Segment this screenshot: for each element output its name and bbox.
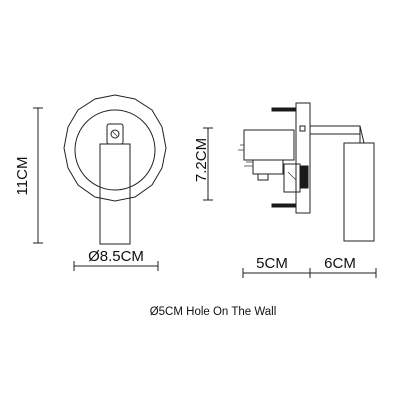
dim-line-height-body: [203, 127, 213, 201]
mounting-plate: [74, 109, 156, 191]
screw-tab: [299, 125, 306, 132]
dim-line-depth: [242, 268, 377, 278]
knuckle-screw: [110, 129, 120, 139]
lower-screw: [271, 203, 297, 208]
spot-head-side: [343, 142, 375, 242]
spot-head-front: [99, 143, 131, 245]
dim-label-depth-arm: 6CM: [324, 255, 356, 272]
wall-plate-side: [295, 102, 311, 214]
wall-plate-outline: [63, 94, 167, 202]
dim-label-height-body: 7.2CM: [193, 138, 210, 182]
connector-block: [252, 159, 284, 175]
dim-line-height-total: [33, 107, 43, 244]
arm: [309, 125, 361, 135]
installation-note: Ø5CM Hole On The Wall: [150, 306, 277, 318]
dim-line-diameter: [73, 261, 159, 271]
dim-label-diameter: Ø8.5CM: [88, 248, 144, 265]
driver-box: [243, 129, 295, 161]
dim-label-height-total: 11CM: [14, 157, 31, 196]
switch-body: [283, 163, 301, 193]
upper-screw: [271, 107, 297, 112]
front-view: 11CM Ø8.5CM: [14, 94, 167, 271]
side-view: 7.2CM 5CM 6CM: [193, 102, 377, 278]
connector-terminal: [257, 173, 269, 181]
dim-label-depth-base: 5CM: [256, 255, 288, 272]
switch-rocker: [299, 165, 309, 189]
